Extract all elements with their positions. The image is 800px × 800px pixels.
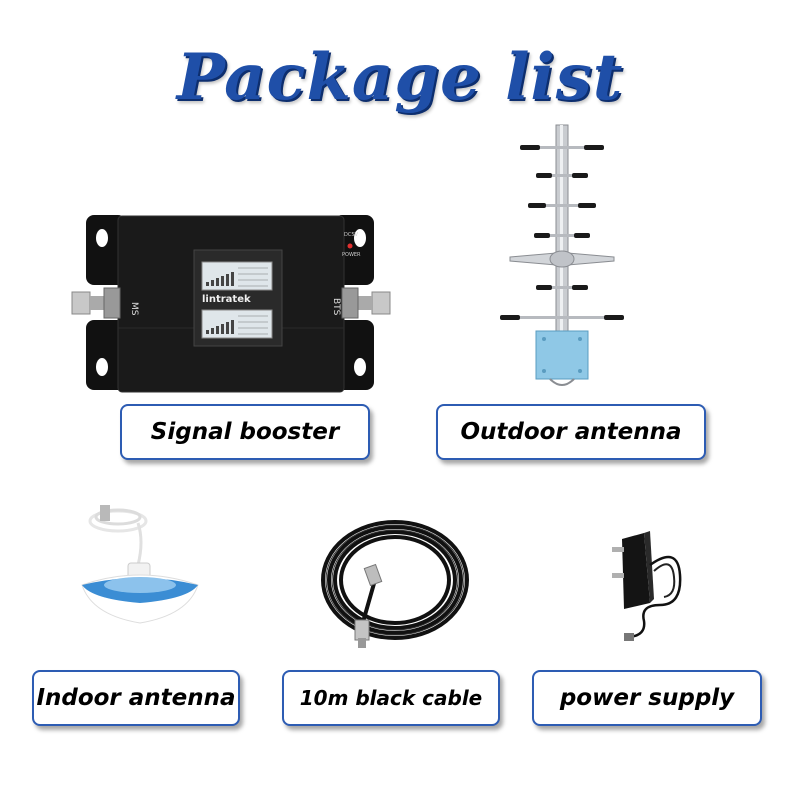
power-label: POWER — [342, 252, 361, 258]
item-label-text: power supply — [559, 685, 735, 711]
item-label-cable: 10m black cable — [282, 670, 500, 726]
indoor-antenna-image — [81, 505, 199, 624]
item-label-text: Indoor antenna — [36, 685, 236, 711]
item-label-indoor-antenna: Indoor antenna — [32, 670, 240, 726]
cable-image — [321, 520, 469, 648]
item-label-text: 10m black cable — [299, 686, 483, 710]
port-ms-label: MS — [129, 302, 139, 316]
item-label-signal-booster: Signal booster — [120, 404, 370, 460]
brand-logo: lintratek — [202, 294, 251, 305]
outdoor-antenna-image — [500, 124, 624, 386]
power-supply-image — [612, 531, 682, 641]
item-label-text: Signal booster — [150, 419, 340, 445]
signal-booster-image: MS BTS DC5V POWER lintratek — [71, 215, 391, 393]
item-label-power-supply: power supply — [532, 670, 762, 726]
dc-label: DC5V — [344, 232, 359, 238]
page-title: Package list — [176, 40, 624, 115]
item-label-text: Outdoor antenna — [460, 419, 682, 445]
port-bts-label: BTS — [331, 298, 341, 316]
item-label-outdoor-antenna: Outdoor antenna — [436, 404, 706, 460]
